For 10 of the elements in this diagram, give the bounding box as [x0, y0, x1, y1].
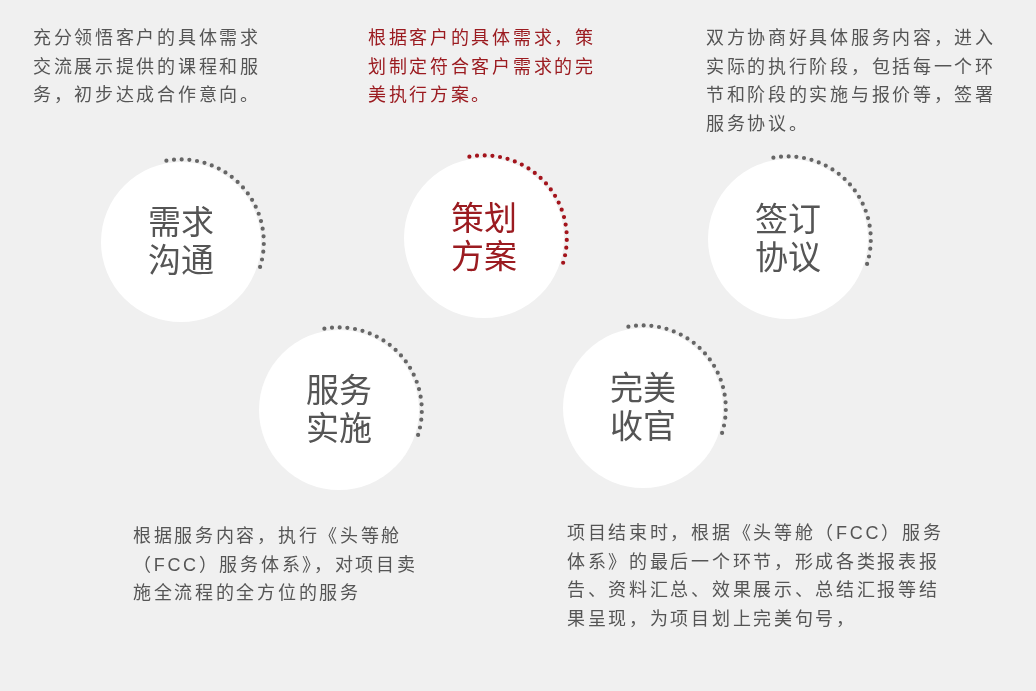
step-title: 签订协议 — [754, 201, 822, 277]
step-title: 完美收官 — [609, 370, 677, 446]
step-description: 根据客户的具体需求，策划制定符合客户需求的完美执行方案。 — [368, 27, 597, 107]
step-title: 服务实施 — [305, 372, 373, 448]
step-description: 项目结束时，根据《头等舱（FCC）服务体系》的最后一个环节，形成各类报表报告、资料汇总、效果展示、总结汇报等结果呈现，为项目划上完美句号， — [567, 522, 944, 631]
step-description: 双方协商好具体服务内容，进入实际的执行阶段，包括每一个环节和阶段的实施与报价等，签署服务协议。 — [706, 27, 997, 136]
step-description: 充分领悟客户的具体需求交流展示提供的课程和服务，初步达成合作意向。 — [33, 27, 262, 107]
step-title: 需求沟通 — [147, 204, 215, 280]
step-title: 策划方案 — [450, 200, 518, 276]
step-description: 根据服务内容，执行《头等舱（FCC）服务体系》，对项目卖施全流程的全方位的服务 — [133, 525, 419, 605]
